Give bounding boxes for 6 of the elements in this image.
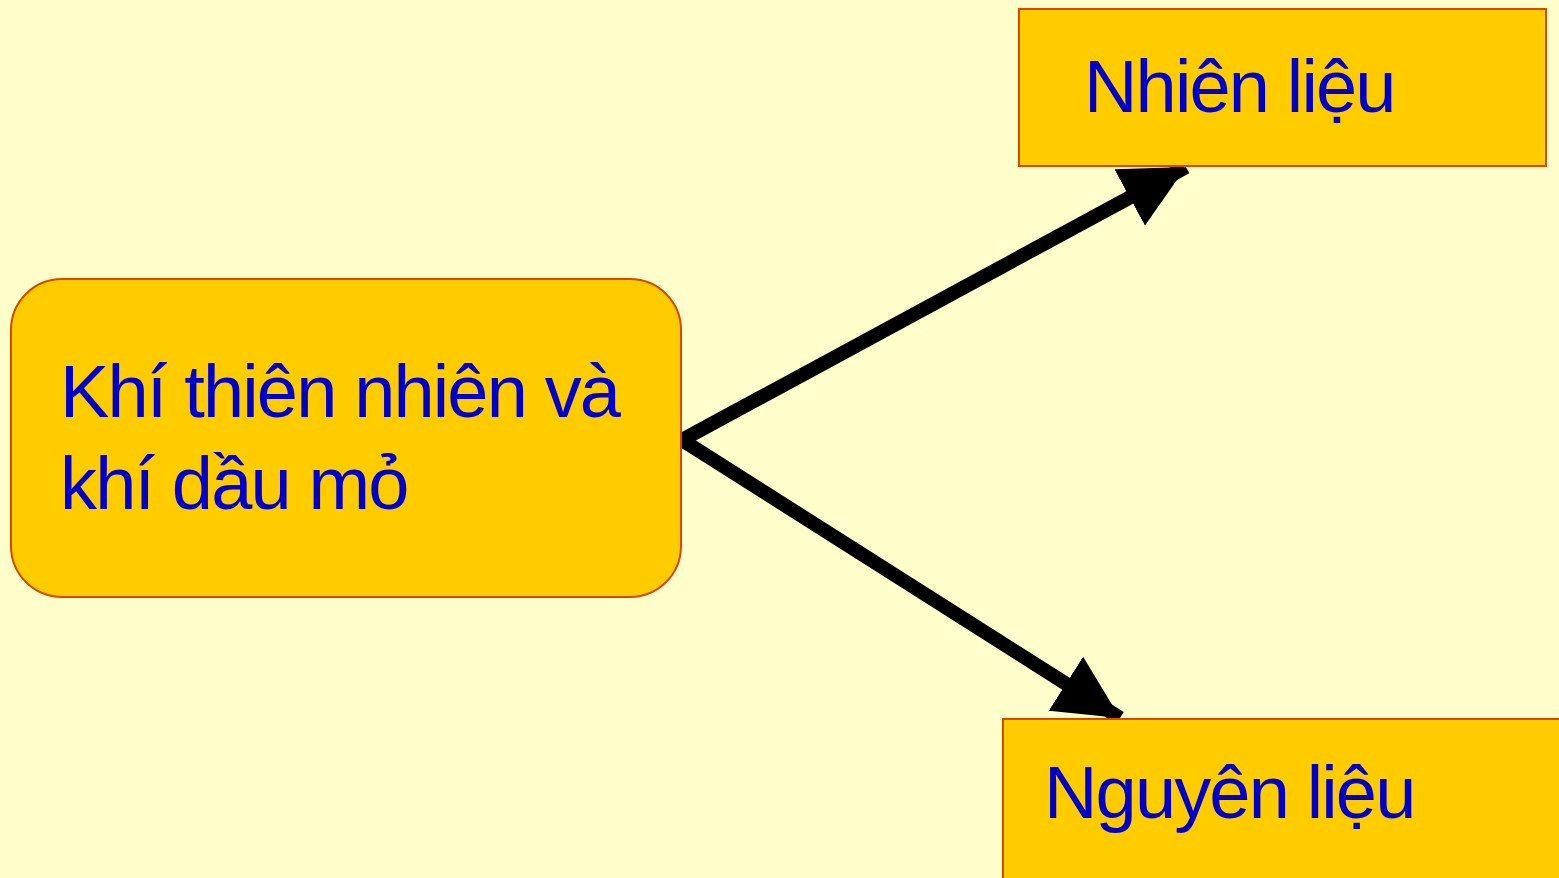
node-label: Nguyên liệu [1044, 750, 1416, 837]
process-box [1018, 8, 1547, 167]
node-label: Khí thiên nhiên và khí dầu mỏ [60, 348, 622, 527]
source-box [10, 278, 682, 598]
node-label: Nhiên liệu [1084, 44, 1396, 131]
process-box [1002, 718, 1559, 878]
